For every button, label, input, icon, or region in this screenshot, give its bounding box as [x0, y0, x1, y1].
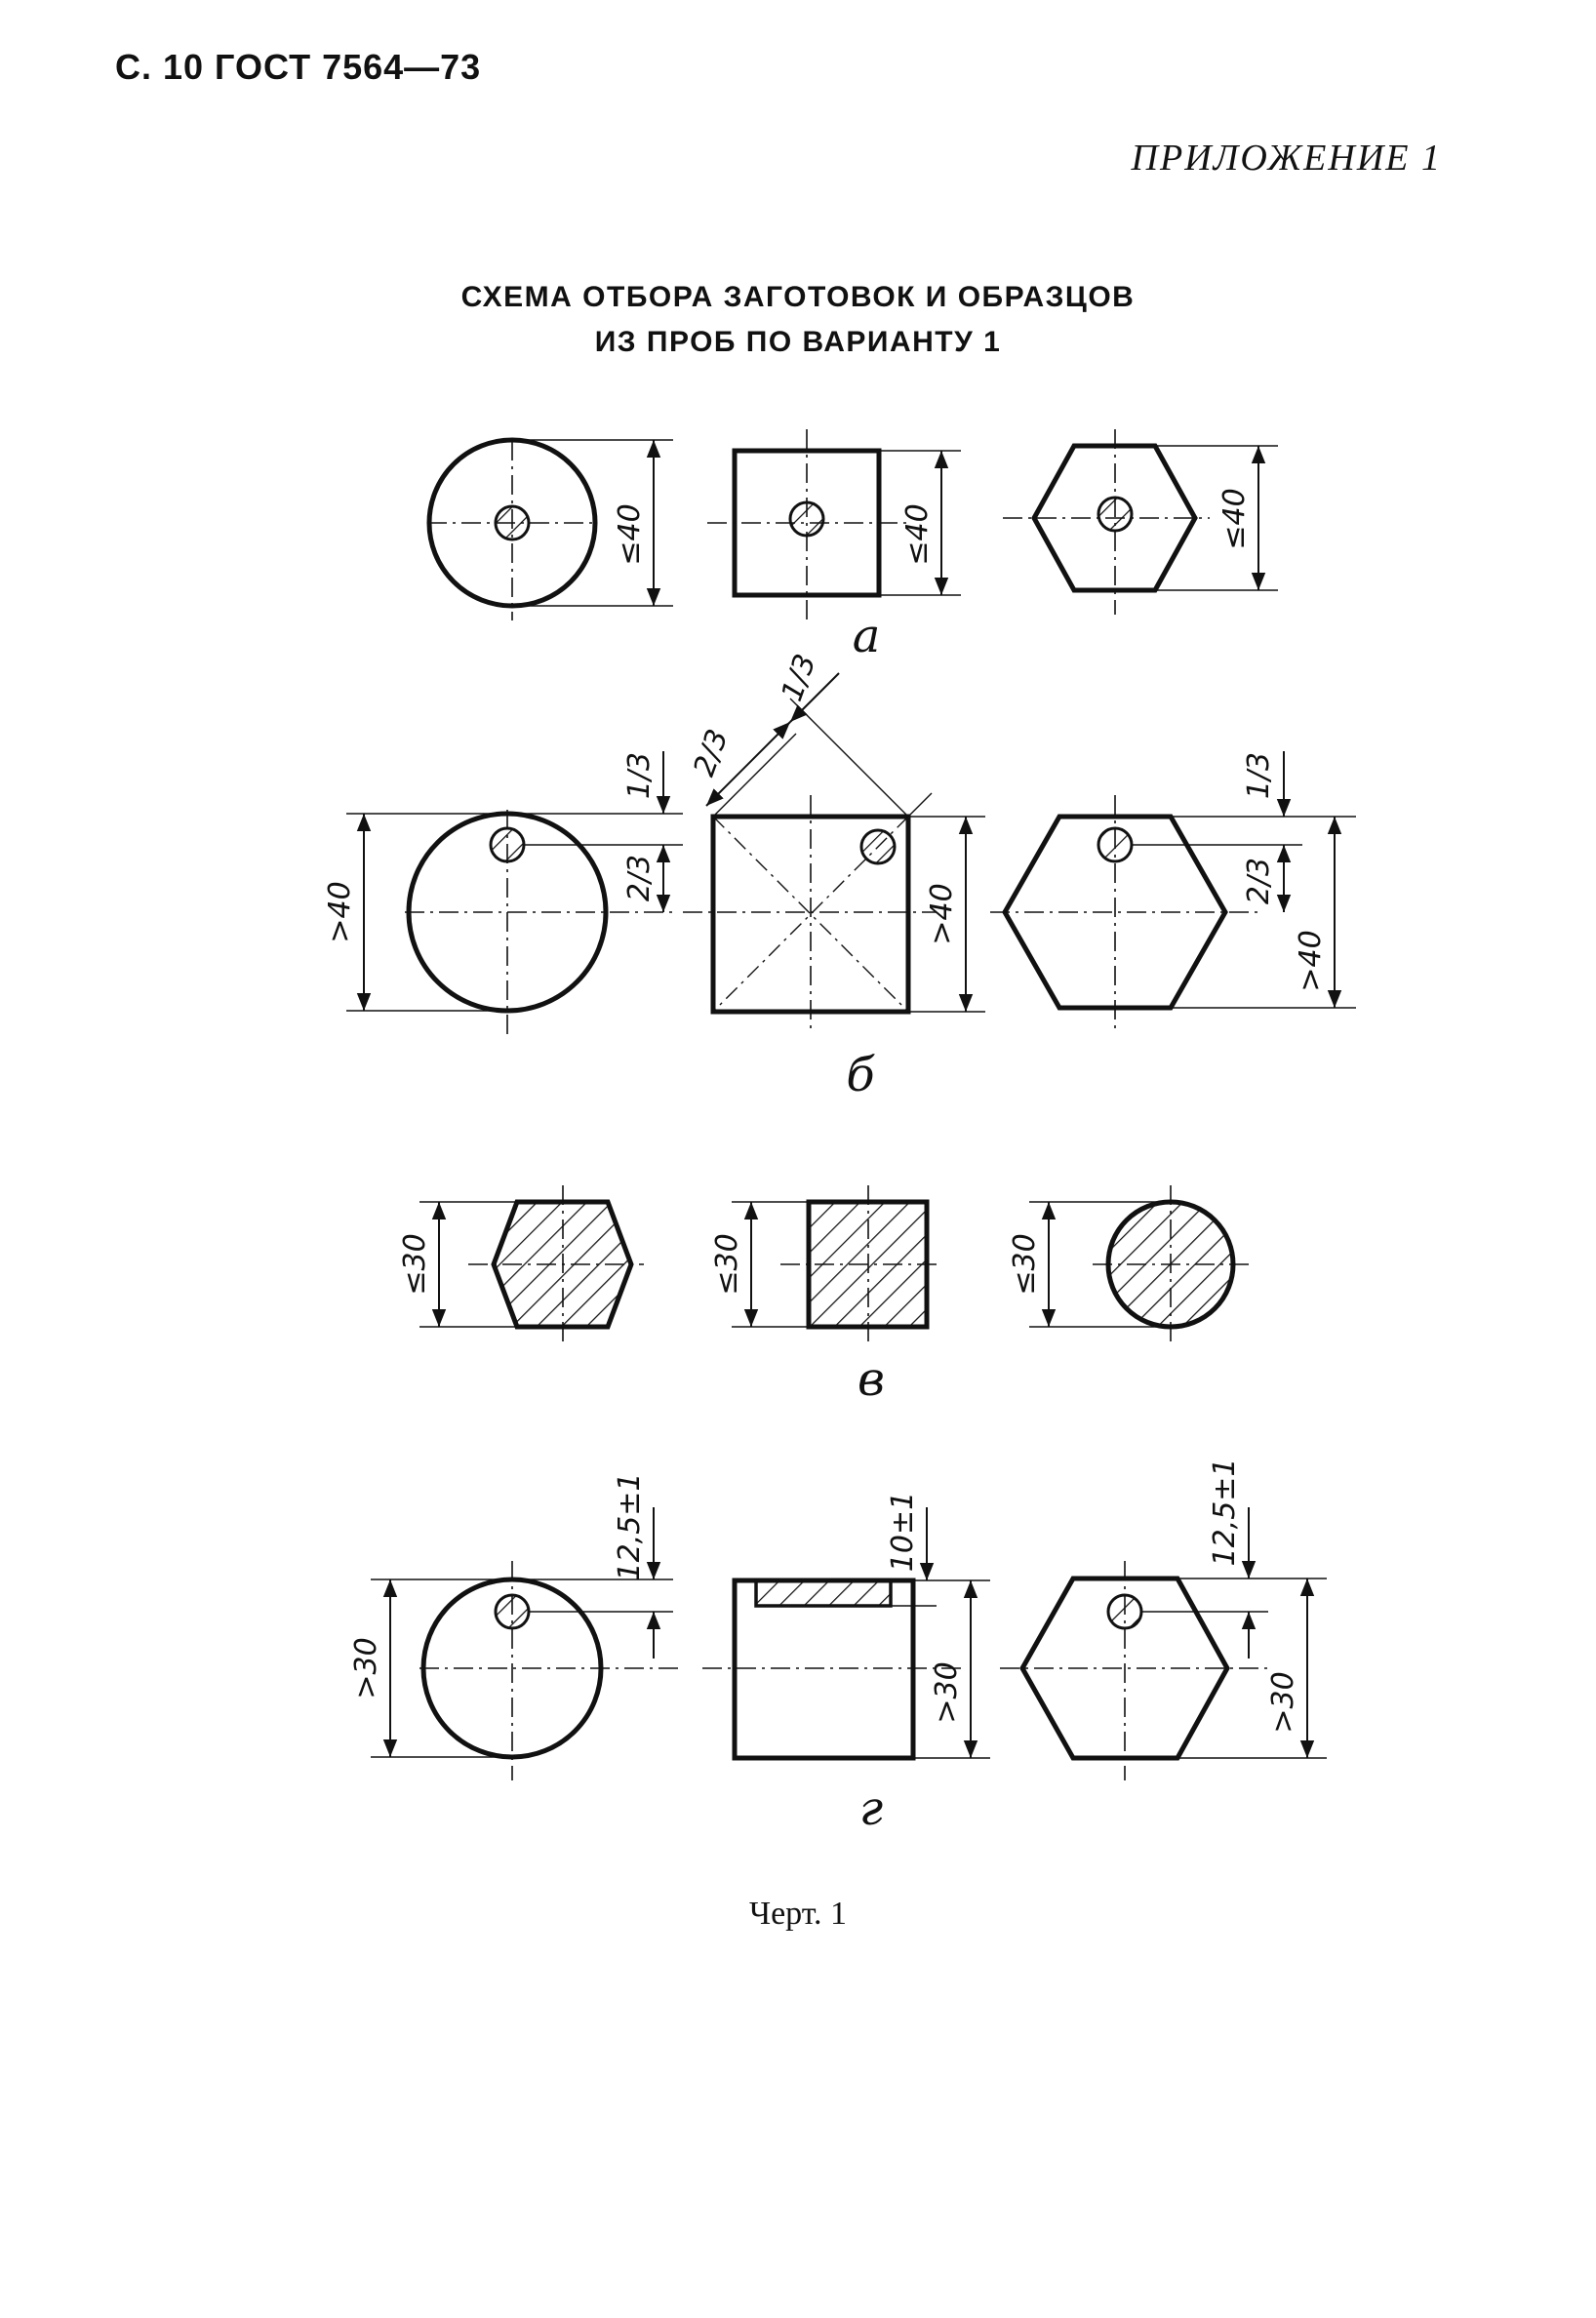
row-v: [419, 1185, 1254, 1341]
row-v-square-icon: [732, 1185, 941, 1341]
dim-b-circle-two-thirds: 2/3: [622, 855, 657, 901]
dim-g-square: >30: [930, 1661, 964, 1723]
dim-v-square: ≤30: [710, 1233, 744, 1295]
dim-g-hexagon-offset: 12,5±1: [1208, 1458, 1242, 1566]
dim-g-circle-offset: 12,5±1: [613, 1472, 647, 1580]
row-v-hexagon-icon: [419, 1185, 644, 1341]
row-g-circle-icon: [371, 1507, 683, 1780]
dim-b-square: >40: [925, 883, 959, 944]
dim-a-hexagon: ≤40: [1217, 488, 1252, 549]
dim-g-square-offset: 10±1: [886, 1492, 920, 1572]
dim-b-square-two-thirds: 2/3: [687, 725, 735, 780]
row-b-square-icon: [683, 672, 985, 1034]
dim-b-hexagon-third: 1/3: [1242, 752, 1276, 799]
row-a-square-icon: [707, 429, 961, 619]
row-g-letter: г: [859, 1781, 883, 1836]
row-b-letter: б: [846, 1048, 875, 1102]
row-b-hexagon-icon: [990, 751, 1356, 1034]
dim-g-hexagon: >30: [1266, 1671, 1300, 1733]
dim-a-square: ≤40: [900, 503, 935, 565]
row-g-square-icon: [702, 1507, 990, 1761]
dim-b-hexagon: >40: [1294, 930, 1328, 991]
dim-b-circle: >40: [323, 881, 357, 942]
appendix-label: ПРИЛОЖЕНИЕ 1: [1131, 138, 1442, 179]
dim-b-hexagon-two-thirds: 2/3: [1242, 858, 1276, 904]
dim-v-hexagon: ≤30: [398, 1233, 432, 1295]
dim-g-circle: >30: [349, 1637, 383, 1699]
page-reference: С. 10 ГОСТ 7564—73: [115, 47, 482, 87]
row-a-letter: а: [853, 609, 881, 663]
figure-caption: Черт. 1: [748, 1896, 848, 1932]
row-v-letter: в: [858, 1352, 885, 1407]
drawing-title-line-2: ИЗ ПРОБ ПО ВАРИАНТУ 1: [594, 326, 1002, 358]
dim-a-circle: ≤40: [613, 503, 647, 565]
row-g: [371, 1507, 1327, 1780]
row-v-circle-icon: [1029, 1185, 1254, 1341]
row-a-hexagon-icon: [1003, 429, 1278, 615]
row-g-hexagon-icon: [1000, 1507, 1327, 1780]
dim-v-circle: ≤30: [1008, 1233, 1042, 1295]
drawing-title-line-1: СХЕМА ОТБОРА ЗАГОТОВОК И ОБРАЗЦОВ: [460, 281, 1136, 313]
row-a-circle-icon: [426, 437, 673, 620]
dim-b-circle-third: 1/3: [622, 752, 657, 799]
row-b-circle-icon: [346, 751, 683, 1039]
row-b: [346, 672, 1356, 1039]
row-a: [426, 429, 1278, 620]
